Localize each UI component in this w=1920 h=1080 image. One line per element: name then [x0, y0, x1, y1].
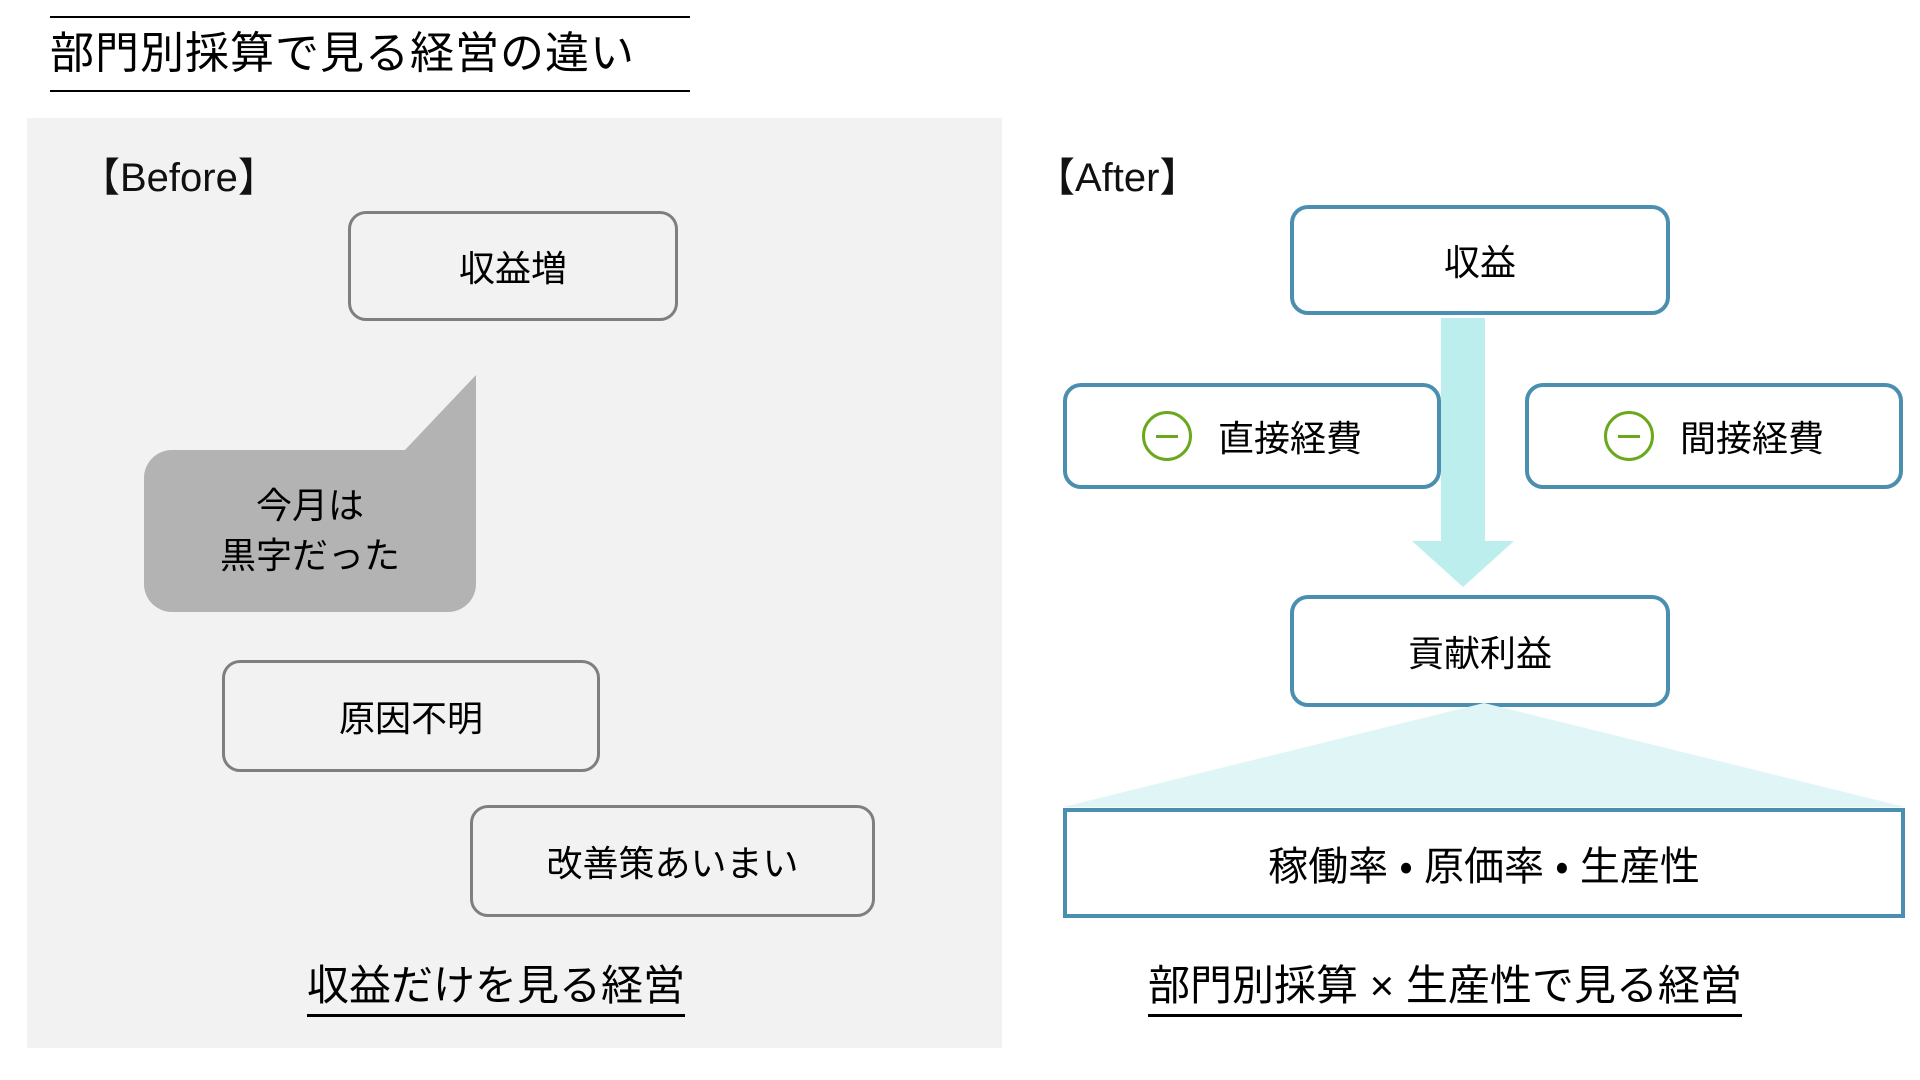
speech-bubble: 今月は 黒字だった: [144, 450, 476, 612]
speech-bubble-line-2: 黒字だった: [219, 535, 400, 576]
after-box-contribution-profit[interactable]: 貢献利益: [1290, 595, 1670, 707]
after-box-revenue[interactable]: 収益: [1290, 205, 1670, 315]
after-box-contribution-profit-label: 貢献利益: [1407, 633, 1552, 674]
indirect-expense-content: 間接経費: [1603, 410, 1824, 462]
after-box-direct-expense-label: 直接経費: [1217, 418, 1362, 459]
title-top-rule: [50, 16, 690, 18]
after-section-label: 【After】: [1035, 156, 1200, 200]
before-box-cause-unknown[interactable]: 原因不明: [222, 660, 600, 772]
after-box-revenue-label: 収益: [1443, 242, 1516, 283]
speech-bubble-line-1: 今月は: [255, 485, 364, 526]
page-title: 部門別採算で見る経営の違い: [50, 29, 635, 78]
before-section-label: 【Before】: [80, 156, 278, 200]
after-metrics-bar[interactable]: 稼働率 ・ 原価率 ・ 生産性: [1063, 808, 1905, 918]
direct-expense-content: 直接経費: [1141, 410, 1362, 462]
title-bottom-rule: [50, 90, 690, 92]
before-box-revenue-up-label: 収益増: [458, 248, 567, 289]
page-title-block: 部門別採算で見る経営の違い: [50, 16, 690, 92]
minus-circle-icon: [1141, 411, 1192, 461]
after-box-indirect-expense[interactable]: 間接経費: [1525, 383, 1903, 489]
before-box-cause-unknown-label: 原因不明: [338, 698, 483, 739]
funnel-fan-shape: [1063, 703, 1905, 810]
before-box-measure-vague[interactable]: 改善策あいまい: [470, 805, 875, 917]
down-arrow-head-icon: [1412, 541, 1514, 587]
down-arrow-shaft-icon: [1441, 318, 1485, 544]
after-metrics-bar-label: 稼働率 ・ 原価率 ・ 生産性: [1268, 845, 1700, 889]
after-box-direct-expense[interactable]: 直接経費: [1063, 383, 1441, 489]
after-caption: 部門別採算 × 生産性で見る経営: [1148, 960, 1742, 1017]
after-box-indirect-expense-label: 間接経費: [1679, 418, 1824, 459]
before-caption: 収益だけを見る経営: [307, 960, 686, 1017]
minus-circle-icon: [1603, 411, 1654, 461]
before-box-revenue-up[interactable]: 収益増: [348, 211, 678, 321]
before-box-measure-vague-label: 改善策あいまい: [546, 843, 799, 884]
